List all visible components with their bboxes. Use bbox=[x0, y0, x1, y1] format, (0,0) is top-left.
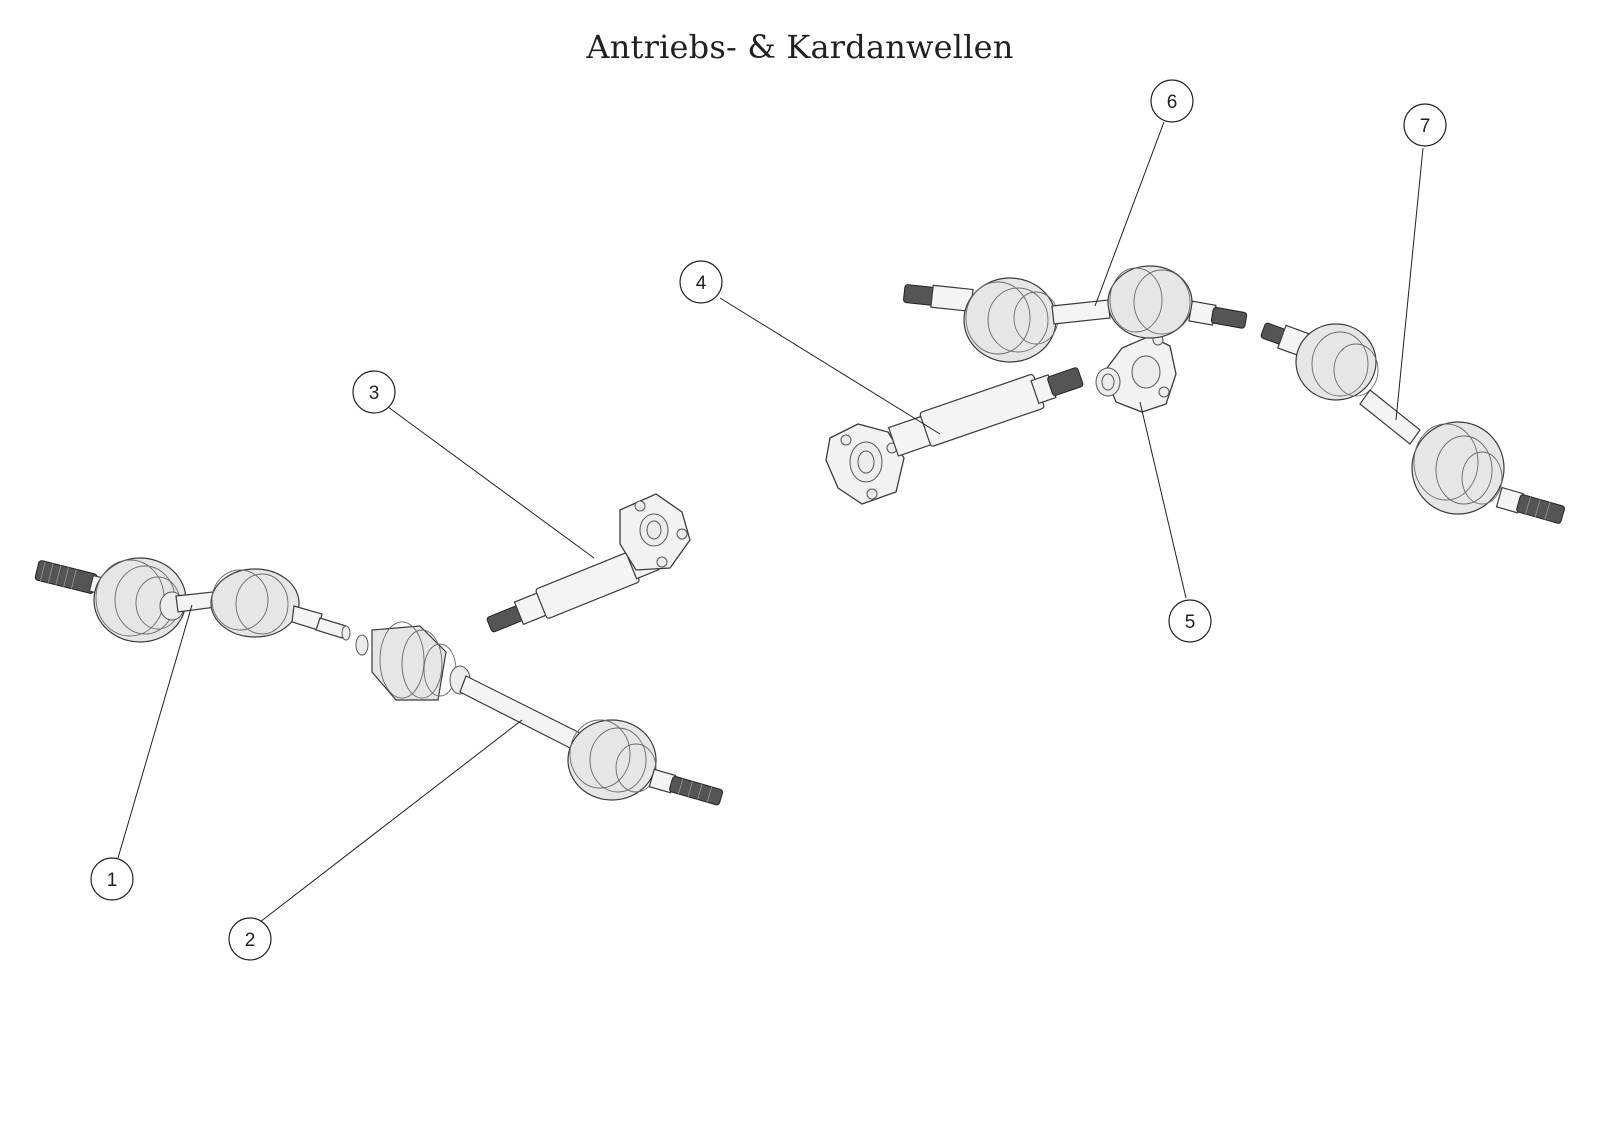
svg-text:6: 6 bbox=[1167, 92, 1178, 113]
leader-line-1 bbox=[117, 604, 193, 859]
callout-4: 4 bbox=[679, 260, 723, 304]
svg-text:2: 2 bbox=[245, 930, 256, 951]
callout-6: 6 bbox=[1150, 79, 1194, 123]
svg-text:5: 5 bbox=[1185, 612, 1196, 633]
part-3-propshaft bbox=[486, 493, 691, 633]
diagram-title: Antriebs- & Kardanwellen bbox=[586, 28, 1014, 66]
part-7-drive-shaft bbox=[1260, 322, 1565, 524]
svg-text:7: 7 bbox=[1420, 116, 1431, 137]
part-5-flange-coupling bbox=[1095, 334, 1177, 413]
leader-line-5 bbox=[1139, 401, 1187, 599]
part-6-drive-shaft bbox=[903, 265, 1248, 363]
callout-7: 7 bbox=[1403, 103, 1447, 147]
leader-line-7 bbox=[1395, 147, 1424, 421]
leader-line-2 bbox=[259, 719, 523, 923]
svg-text:1: 1 bbox=[107, 870, 118, 891]
callout-3: 3 bbox=[352, 370, 396, 414]
svg-text:4: 4 bbox=[696, 273, 707, 294]
svg-text:3: 3 bbox=[369, 383, 380, 404]
leader-line-4 bbox=[719, 297, 941, 435]
part-1-drive-shaft bbox=[34, 557, 351, 643]
callout-1: 1 bbox=[90, 857, 134, 901]
leader-line-3 bbox=[387, 406, 595, 559]
callout-2: 2 bbox=[228, 917, 272, 961]
part-2-drive-shaft bbox=[355, 621, 724, 806]
callout-5: 5 bbox=[1168, 599, 1212, 643]
leader-line-6 bbox=[1094, 121, 1165, 307]
part-4-propshaft bbox=[825, 367, 1084, 505]
